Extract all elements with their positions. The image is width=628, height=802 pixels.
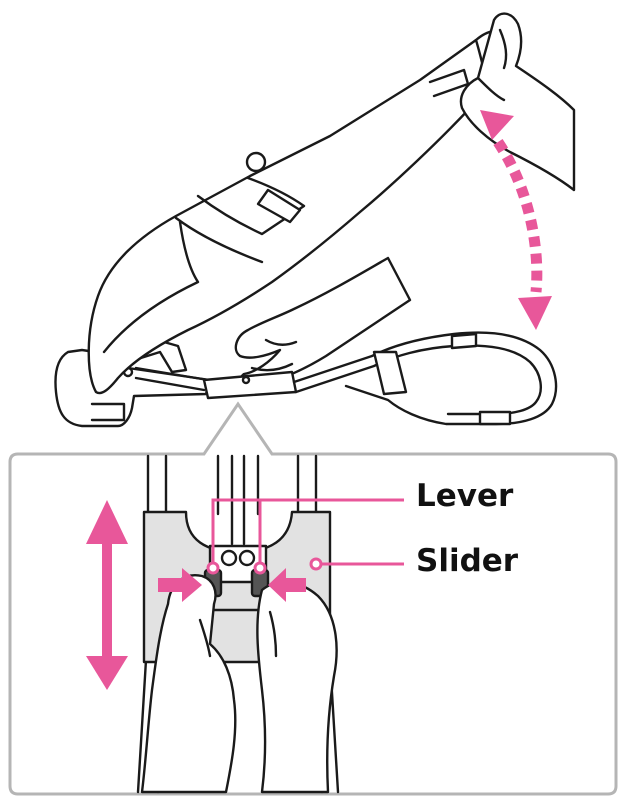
label-leaders <box>206 498 404 575</box>
slider-leader-dot <box>309 557 323 571</box>
seat-strap <box>256 188 302 224</box>
left-hand-crease <box>198 618 212 658</box>
right-hand <box>256 581 338 794</box>
press-arrow-right <box>268 568 306 602</box>
lever-label: Lever <box>416 478 514 514</box>
inward-arrows-icon <box>158 568 306 602</box>
lever-leader-dot <box>206 561 220 575</box>
front-wire-frame <box>292 331 558 426</box>
top-hand <box>459 12 576 192</box>
seat-fabric-seam <box>196 176 306 236</box>
bouncer-seat-illustration <box>54 12 576 428</box>
detail-closeup <box>136 454 340 794</box>
slider-hole <box>238 549 256 567</box>
lever-leader-line <box>211 498 404 570</box>
vertical-double-arrow-icon <box>86 500 128 690</box>
lower-hand-finger <box>250 338 298 372</box>
seat-fabric-seam <box>102 216 264 354</box>
bouncer-base-inner <box>90 402 126 422</box>
press-arrow-left <box>158 568 202 602</box>
right-hand-crease <box>268 610 278 658</box>
top-hand-finger <box>476 28 508 102</box>
frame-rail <box>134 366 210 392</box>
slider-hole <box>220 549 238 567</box>
slider-housing <box>202 370 298 400</box>
left-hand <box>140 574 237 794</box>
buckle-ring <box>245 151 267 173</box>
frame-end-cap <box>450 332 478 350</box>
lever-leader-dot <box>253 561 267 575</box>
front-wire-frame <box>294 344 542 416</box>
slider-label: Slider <box>416 543 519 579</box>
slider-screw <box>241 375 251 385</box>
frame-end-cap <box>478 410 512 426</box>
curved-double-arrow-dashed-icon <box>480 110 552 330</box>
frame-sleeve <box>372 350 408 396</box>
